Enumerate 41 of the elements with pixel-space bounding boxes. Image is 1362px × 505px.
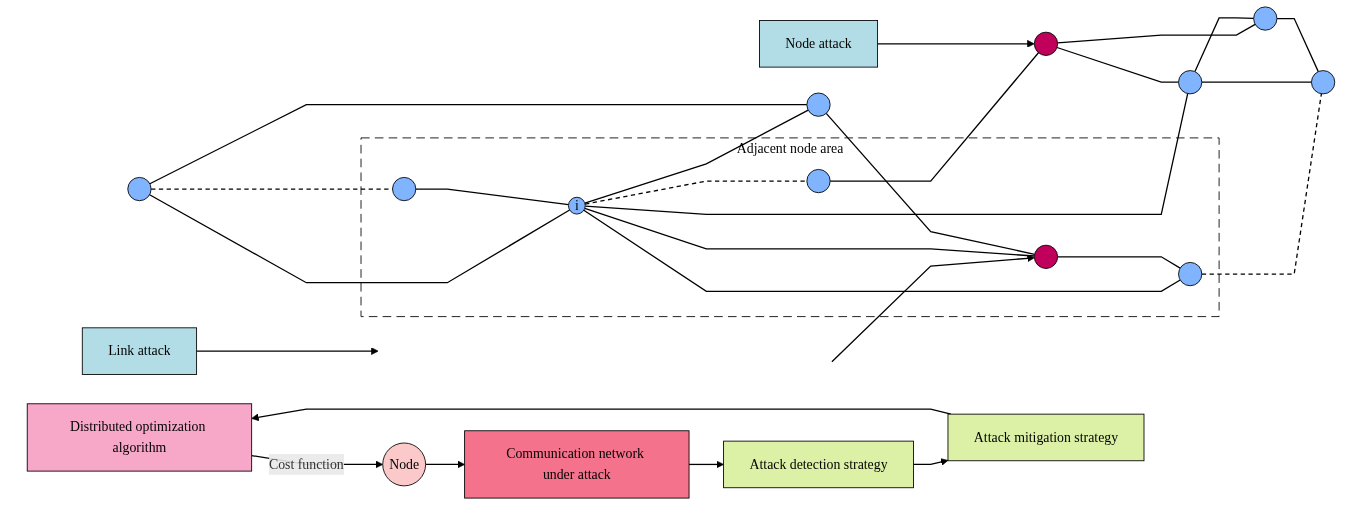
connector bbox=[829, 52, 1040, 182]
node-circle bbox=[1033, 31, 1059, 56]
connector bbox=[825, 112, 1036, 255]
arrow bbox=[912, 458, 949, 466]
connector bbox=[148, 194, 571, 284]
arrow bbox=[195, 347, 379, 355]
node-circle bbox=[392, 176, 417, 202]
edge-label: Cost function bbox=[268, 456, 344, 472]
node-box: Node attack bbox=[759, 20, 878, 68]
arrow bbox=[831, 254, 1035, 363]
connector bbox=[415, 188, 570, 206]
arrow bbox=[424, 460, 465, 469]
arrow bbox=[876, 40, 1035, 48]
connector bbox=[1276, 17, 1319, 73]
node-box: Link attack bbox=[81, 327, 198, 375]
node-box: Communication network under attack bbox=[464, 430, 690, 499]
arrow bbox=[688, 460, 724, 469]
connector bbox=[1056, 23, 1256, 44]
node-circle: Node bbox=[382, 442, 427, 487]
connector bbox=[583, 209, 1181, 292]
node-box: Attack mitigation strategy bbox=[947, 413, 1145, 462]
connector bbox=[1201, 81, 1313, 83]
node-circle: i bbox=[568, 196, 586, 215]
node-circle bbox=[1311, 70, 1336, 95]
node-circle bbox=[1178, 70, 1203, 95]
node-circle bbox=[1178, 262, 1203, 287]
node-circle bbox=[1253, 6, 1278, 31]
connector bbox=[1056, 46, 1180, 83]
node-circle bbox=[806, 169, 831, 194]
connector bbox=[584, 109, 809, 204]
connector bbox=[584, 92, 1189, 215]
node-circle bbox=[806, 92, 831, 117]
node-circle bbox=[1033, 244, 1059, 269]
connector bbox=[1201, 93, 1323, 275]
node-circle bbox=[127, 176, 152, 202]
node-box: Attack detection strategy bbox=[723, 440, 914, 489]
connector bbox=[584, 207, 1035, 257]
node-box: Distributed optimization algorithm bbox=[26, 403, 253, 472]
connector bbox=[149, 104, 808, 185]
connector bbox=[1194, 17, 1255, 73]
connector bbox=[1057, 256, 1181, 269]
